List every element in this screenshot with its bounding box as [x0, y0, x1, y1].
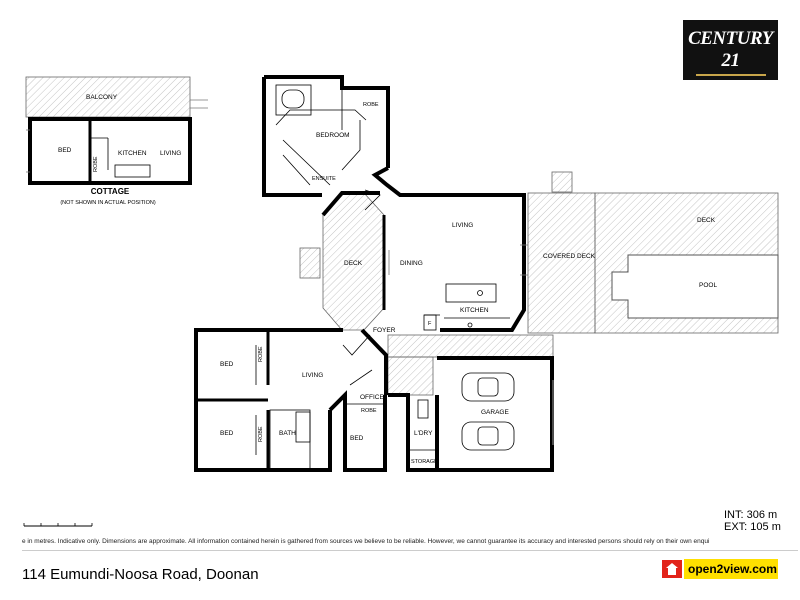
external-area: EXT: 105 m	[724, 521, 781, 533]
laundry-label: L'DRY	[414, 430, 433, 437]
north-steps	[551, 171, 573, 193]
bathroom-outline	[269, 409, 311, 471]
front-path	[387, 334, 554, 358]
century21-logo: CENTURY 21 CONOLLY HAY GROUP	[683, 20, 778, 92]
entry-path	[387, 356, 434, 396]
cottage-balcony-label: BALCONY	[86, 94, 118, 101]
covered-deck-label: COVERED DECK	[543, 253, 596, 260]
robe-4-label: ROBE	[361, 408, 377, 414]
ensuite-label: ENSUITE	[312, 176, 336, 182]
open2view-logo: open2view.com	[662, 559, 778, 579]
robe-3-label: ROBE	[258, 426, 264, 442]
car-top	[461, 372, 515, 402]
brand-name: CENTURY 21	[688, 28, 773, 71]
bed-2-label: BED	[220, 430, 234, 437]
fridge-outline	[423, 314, 437, 331]
disclaimer-text: e in metres. Indicative only. Dimensions…	[22, 538, 710, 545]
office-name: CONOLLY HAY GROUP	[684, 83, 777, 92]
robe-2-label: ROBE	[258, 346, 264, 362]
cottage-living-label: LIVING	[160, 150, 181, 157]
covered-deck-area	[527, 192, 596, 334]
property-address: 114 Eumundi-Noosa Road, Doonan	[22, 566, 259, 583]
deck-west-label: DECK	[344, 260, 363, 267]
fridge-label: F	[428, 321, 432, 327]
kitchen-label: KITCHEN	[460, 307, 489, 314]
cottage-walls	[28, 117, 192, 185]
garage-walls	[437, 356, 554, 472]
footer-divider	[22, 550, 798, 551]
cottage-robe-label: ROBE	[93, 156, 99, 172]
office-label: OFFICE	[360, 394, 384, 401]
master-wall-west	[262, 77, 322, 197]
house-icon	[662, 560, 682, 578]
cottage-kitchen-bench	[114, 164, 151, 178]
cottage-balcony	[25, 76, 191, 118]
pool-label: POOL	[699, 282, 717, 289]
bath-label: BATH	[279, 430, 296, 437]
cottage-title: COTTAGE	[91, 187, 130, 196]
garage-block	[388, 356, 554, 472]
cottage-bed-label: BED	[58, 147, 72, 154]
pool-shape	[611, 254, 779, 319]
cottage-kitchen-label: KITCHEN	[118, 150, 147, 157]
kitchen-island	[445, 283, 497, 303]
open2view-wordmark: open2view.com	[684, 559, 778, 579]
master-robe-label: ROBE	[363, 102, 379, 108]
bed3-walls	[328, 390, 387, 472]
living-2-label: LIVING	[302, 372, 323, 379]
internal-area: INT: 306 m	[724, 509, 778, 521]
pavilion-wall-east	[440, 193, 526, 332]
cottage-plan	[25, 76, 208, 185]
master-wall-east	[371, 166, 520, 197]
car-bottom	[461, 421, 515, 451]
living-pavilion	[382, 193, 528, 332]
living-label: LIVING	[452, 222, 473, 229]
cottage-note: (NOT SHOWN IN ACTUAL POSITION)	[60, 200, 156, 206]
bedroom-label: BEDROOM	[316, 132, 350, 139]
laundry-walls	[388, 393, 439, 472]
foyer-label: FOYER	[373, 327, 396, 334]
dining-label: DINING	[400, 260, 423, 267]
west-steps	[299, 247, 321, 279]
bed-3-label: BED	[350, 435, 364, 442]
deck-east-label: DECK	[697, 217, 716, 224]
scale-bar	[23, 523, 93, 527]
master-wall-north	[264, 75, 390, 168]
brand-underline	[695, 74, 766, 76]
bathtub	[275, 84, 312, 116]
storage-label: STORAGE	[411, 459, 438, 465]
garage-label: GARAGE	[481, 409, 509, 416]
master-wing	[262, 75, 520, 217]
south-wing	[194, 328, 388, 472]
bed-1-label: BED	[220, 361, 234, 368]
